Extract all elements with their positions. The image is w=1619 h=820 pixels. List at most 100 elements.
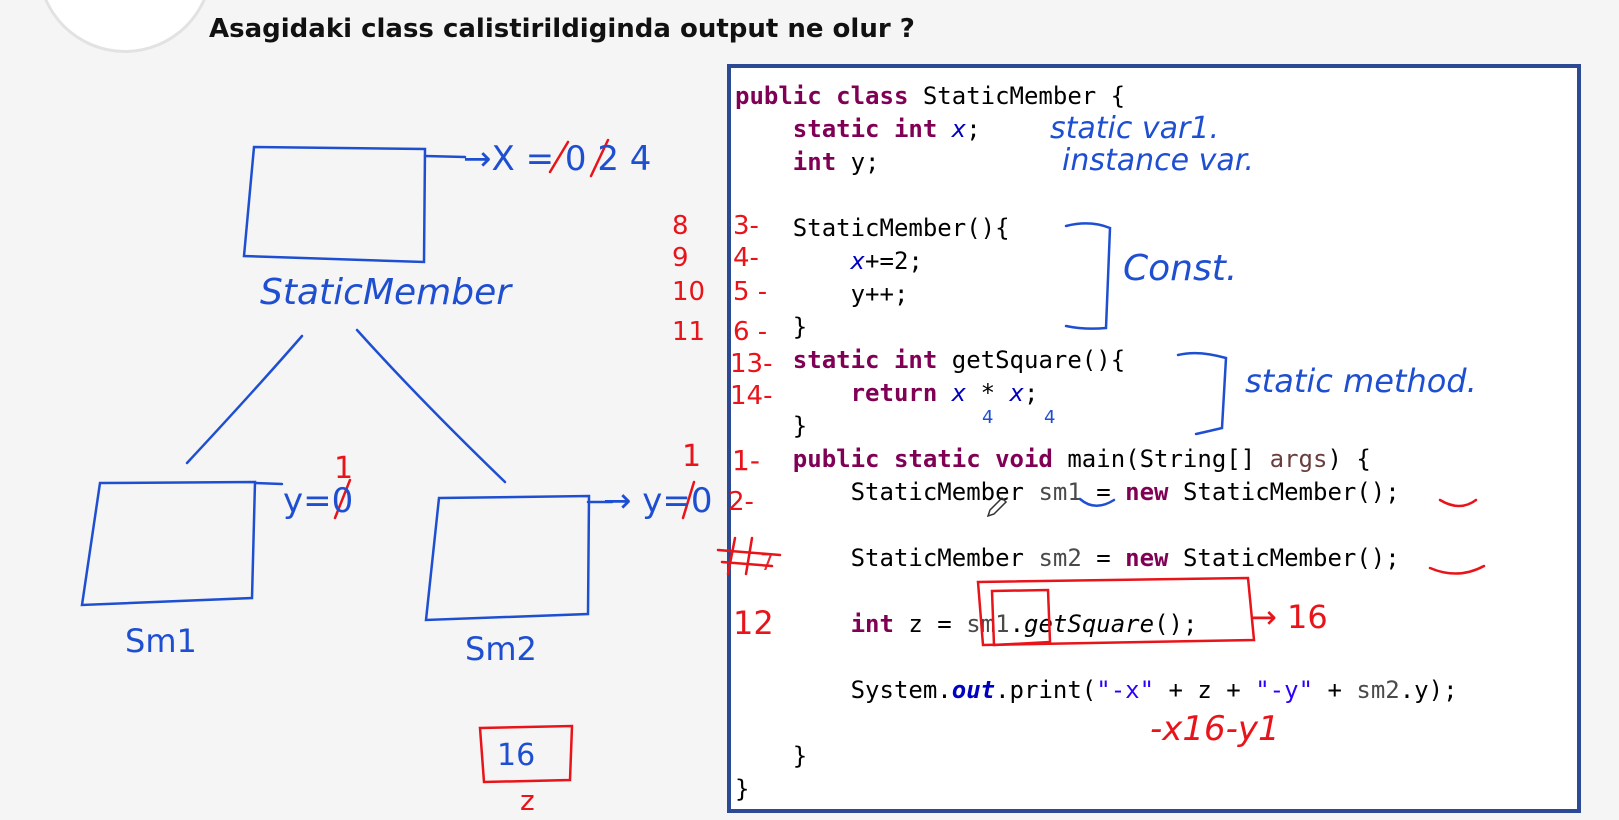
- z-value: 16: [497, 738, 535, 773]
- code-panel: [727, 64, 1581, 813]
- step-number: 4-: [733, 243, 759, 273]
- code-local-var: sm2: [1356, 676, 1400, 704]
- code-text: .: [1009, 610, 1025, 638]
- annotation-const: Const.: [1123, 248, 1237, 289]
- code-line: }: [735, 773, 1458, 806]
- y2-new-value: 1: [682, 439, 701, 474]
- code-line: static int getSquare(){: [735, 344, 1458, 377]
- const-bracket: [1064, 222, 1112, 330]
- sm1-box: [80, 480, 257, 607]
- question-title: Asagidaki class calistirildiginda output…: [209, 14, 915, 44]
- code-keyword: static int: [792, 115, 938, 143]
- step-number: 13-: [730, 349, 772, 379]
- annotation-square-under-2: 4: [1044, 407, 1055, 428]
- code-text: StaticMember {: [908, 82, 1126, 110]
- code-text: getSquare(){: [937, 346, 1126, 374]
- code-keyword: int: [792, 148, 837, 176]
- step-number: 10: [672, 277, 705, 307]
- code-keyword: public static void: [792, 445, 1053, 473]
- code-string: "-y": [1255, 676, 1314, 704]
- getsquare-box: [976, 576, 1256, 647]
- y1-strike: [333, 478, 352, 520]
- code-text: +: [1313, 676, 1357, 704]
- step-number: 14-: [730, 381, 772, 411]
- code-text: =: [1081, 544, 1126, 572]
- code-field: x: [951, 115, 967, 143]
- step-number: 8: [672, 211, 689, 241]
- constructor-call-underline: [1438, 498, 1478, 508]
- code-text: StaticMember(){: [792, 214, 1010, 242]
- step-number: 11: [672, 317, 705, 347]
- code-line: StaticMember(){: [735, 212, 1458, 245]
- tree-right-branch: [355, 328, 507, 484]
- code-text: ) {: [1327, 445, 1371, 473]
- code-line: public class StaticMember {: [735, 80, 1458, 113]
- sm2-label: Sm2: [465, 630, 537, 668]
- annotation-static-method: static method.: [1245, 362, 1477, 400]
- step-number: 6 -: [733, 317, 767, 347]
- code-line: public static void main(String[] args) {: [735, 443, 1458, 476]
- code-text: }: [792, 412, 808, 440]
- sm1-decl-underline: [1078, 497, 1116, 507]
- y1-label: y=0: [283, 481, 353, 521]
- code-field: x: [951, 379, 967, 407]
- constructor-call-underline-2: [1428, 564, 1486, 575]
- code-line: }: [735, 740, 1458, 773]
- step-number: 12: [733, 604, 774, 642]
- annotation-square-under-1: 4: [982, 407, 993, 428]
- code-line: return x * x;: [735, 377, 1458, 410]
- code-line: x+=2;: [735, 245, 1458, 278]
- x-label: →X = 0 2 4: [463, 139, 651, 179]
- tree-left-branch: [185, 334, 304, 465]
- code-text: StaticMember: [850, 478, 1039, 506]
- step-number: 1-: [732, 444, 760, 477]
- code-field: x: [1009, 379, 1025, 407]
- blue-ink-strokes: [80, 145, 1228, 622]
- class-box: [242, 145, 427, 264]
- code-keyword: int: [850, 610, 894, 638]
- code-text: *: [966, 379, 1010, 407]
- code-text: .y);: [1399, 676, 1458, 704]
- x-strike-0: [548, 140, 570, 174]
- y2-label: → y=0: [603, 481, 713, 521]
- code-line: y++;: [735, 278, 1458, 311]
- code-keyword: static int: [792, 346, 938, 374]
- step-number: 7: [760, 551, 774, 576]
- code-line: }: [735, 311, 1458, 344]
- code-text: main(String[]: [1052, 445, 1270, 473]
- code-line: StaticMember sm1 = new StaticMember();: [735, 476, 1458, 509]
- code-text: .print(: [995, 676, 1097, 704]
- code-text: =: [1081, 478, 1126, 506]
- code-text: StaticMember();: [1168, 544, 1400, 572]
- sm1-label: Sm1: [125, 622, 197, 660]
- code-line: }: [735, 410, 1458, 443]
- code-text: +=2;: [865, 247, 923, 275]
- code-static-field: out: [951, 676, 996, 704]
- code-line: StaticMember sm2 = new StaticMember();: [735, 542, 1458, 575]
- code-local-var: sm2: [1038, 544, 1082, 572]
- code-text: StaticMember();: [1168, 478, 1400, 506]
- code-text: }: [792, 742, 808, 770]
- sm1-pointer-line: [253, 481, 284, 486]
- step7-scribble: [716, 536, 782, 576]
- pen-cursor-icon: [986, 496, 1008, 518]
- code-local-var: sm1: [966, 610, 1010, 638]
- code-text: ;: [1024, 379, 1039, 407]
- static-method-bracket: [1176, 351, 1228, 436]
- step-number: 9: [672, 243, 689, 273]
- y2-strike: [681, 480, 696, 520]
- z-label: z: [520, 784, 535, 817]
- code-keyword: new: [1125, 478, 1169, 506]
- code-keyword: public class: [735, 82, 909, 110]
- code-text: System.: [850, 676, 952, 704]
- step-number: 5 -: [733, 277, 767, 307]
- sm1-call-circle: [990, 588, 1052, 647]
- red-ink-strokes: [333, 138, 1486, 784]
- code-line: System.out.print("-x" + z + "-y" + sm2.y…: [735, 674, 1458, 707]
- code-listing: public class StaticMember { static int x…: [735, 80, 1458, 806]
- output-box: [478, 724, 574, 784]
- code-line: int y;: [735, 146, 1458, 179]
- x-pointer-line: [423, 154, 467, 159]
- y1-new-value: 1: [334, 451, 353, 486]
